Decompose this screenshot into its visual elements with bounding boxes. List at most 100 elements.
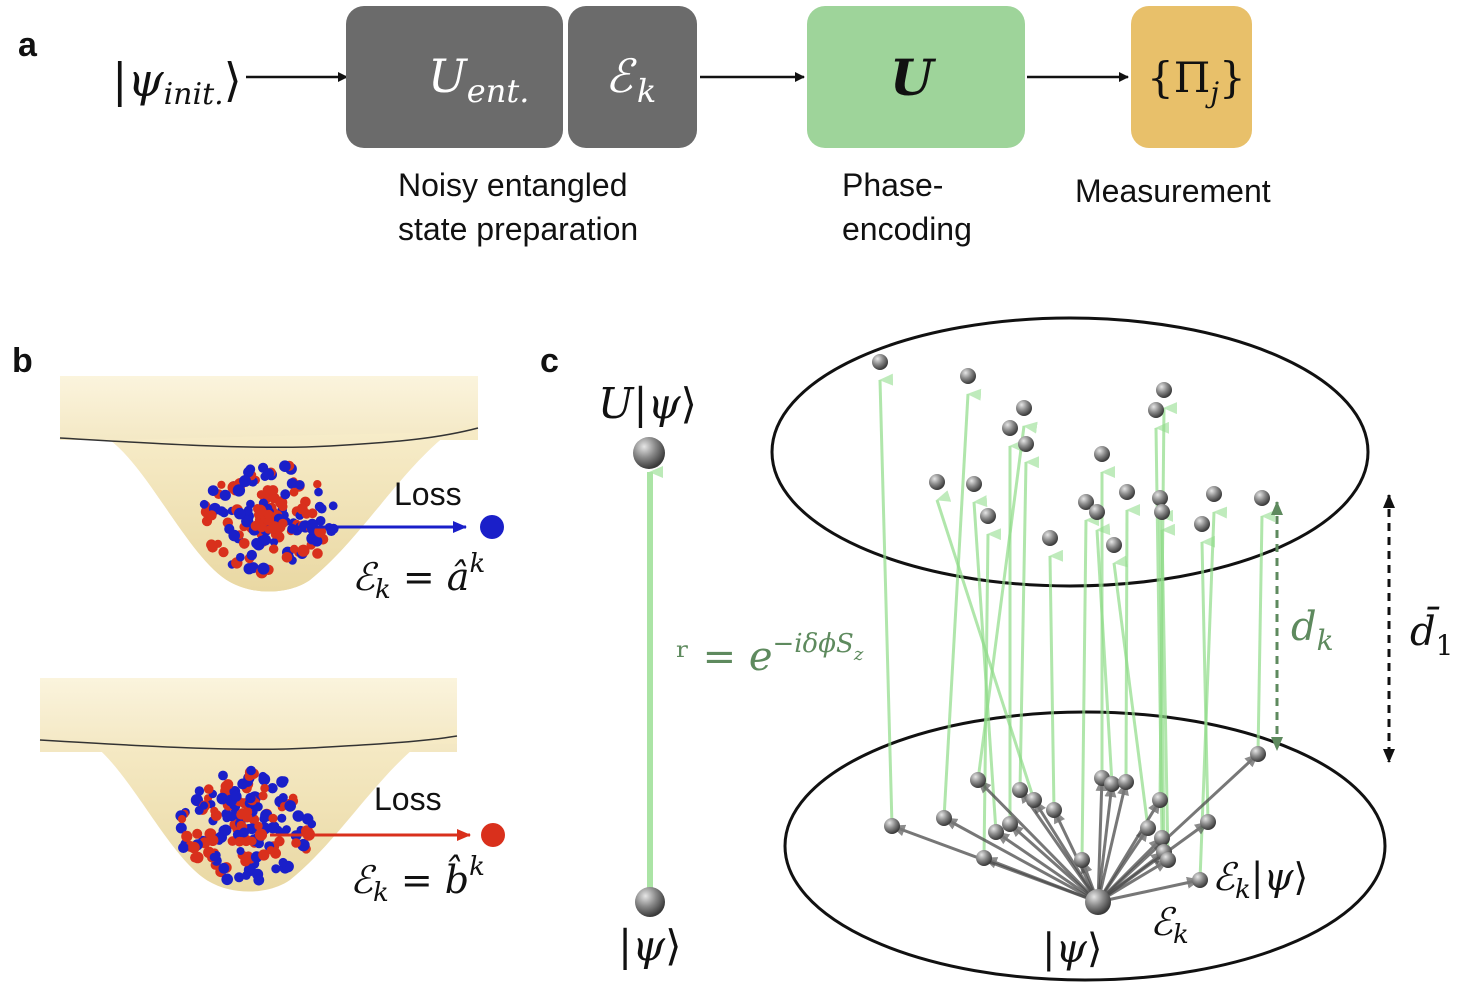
noisy-state-sphere (1046, 802, 1062, 818)
atom (220, 824, 232, 836)
atom (237, 778, 249, 790)
phase-arrow (1048, 549, 1064, 811)
atom (181, 830, 193, 843)
atom (275, 522, 286, 533)
evolved-noisy-state-sphere (929, 474, 945, 490)
atom (206, 510, 217, 521)
evolved-noisy-state-sphere (1254, 490, 1270, 506)
mean-distance-label: d̄1 (1410, 606, 1453, 662)
atom (254, 828, 268, 841)
evolved-noisy-state-sphere (1148, 402, 1164, 418)
atom (257, 562, 270, 575)
noisy-state-sphere (1192, 872, 1208, 888)
noisy-state-sphere (1200, 814, 1216, 830)
evolved-noisy-state-sphere (1018, 436, 1034, 452)
atom (284, 800, 297, 812)
atom (192, 828, 203, 839)
atom (276, 776, 288, 788)
atom (274, 836, 285, 847)
noisy-state-sphere (1012, 782, 1028, 798)
error-channel-box (568, 6, 697, 148)
atom (239, 475, 252, 487)
atom (314, 487, 323, 497)
atom (260, 783, 269, 793)
atom (234, 872, 245, 883)
atom (222, 779, 234, 790)
atom (262, 468, 275, 480)
atom (277, 813, 287, 823)
atom (203, 784, 214, 794)
evolved-noisy-state-sphere (1094, 446, 1110, 462)
error-arrow (976, 778, 1100, 904)
evolved-noisy-state-sphere (980, 508, 996, 524)
atom (221, 873, 233, 886)
initial-state-sphere (635, 887, 665, 917)
noisy-state-sphere (1152, 792, 1168, 808)
evolved-noisy-state-sphere (1156, 382, 1172, 398)
evolved-noisy-state-sphere (1089, 504, 1105, 520)
atom (194, 786, 205, 796)
atom (218, 862, 230, 874)
atom (269, 538, 279, 547)
atom-cloud-bottom (175, 765, 317, 886)
evolved-state-sphere (633, 437, 665, 469)
evolved-noisy-state-sphere (966, 476, 982, 492)
phase-arrow (1112, 555, 1150, 829)
prep-caption-line2: state preparation (398, 211, 638, 247)
atom (271, 864, 281, 874)
atom (258, 773, 271, 786)
atom (251, 538, 262, 549)
atom (240, 856, 251, 867)
evolved-noisy-state-sphere (1119, 484, 1135, 500)
measurement-label: {Πj} (1147, 53, 1246, 109)
atom (234, 836, 245, 847)
atom (239, 538, 250, 549)
atom (216, 506, 227, 516)
phase-caption-line1: Phase- (842, 167, 943, 203)
panel-a-letter: a (18, 26, 38, 64)
atom (236, 809, 247, 820)
atom (199, 499, 209, 509)
evolved-noisy-state-sphere (1206, 486, 1222, 502)
noisy-state-sphere (1154, 830, 1170, 846)
panel-b-letter: b (12, 342, 33, 380)
atom (232, 484, 246, 497)
atom (315, 516, 326, 526)
atom (190, 794, 203, 807)
atom (267, 822, 279, 834)
atom (278, 793, 288, 803)
error-op-label: ℰk (1150, 900, 1189, 950)
atom (313, 480, 322, 489)
atom (210, 810, 222, 821)
atom (278, 857, 288, 868)
atom (236, 552, 245, 562)
atom (234, 507, 246, 520)
error-arrow (1096, 799, 1162, 903)
evolved-noisy-state-sphere (872, 354, 888, 370)
atom (317, 503, 327, 514)
error-arrow (1096, 783, 1117, 903)
atom (292, 810, 305, 822)
atom (218, 770, 228, 781)
error-arrow (1009, 822, 1099, 904)
error-arrow (995, 830, 1099, 904)
noisy-state-sphere (1118, 774, 1134, 790)
initial-state-label: |ψ⟩ (618, 921, 681, 970)
evolved-noisy-state-sphere (1002, 420, 1018, 436)
atom (253, 802, 263, 812)
loss-label-top: Loss (394, 476, 462, 512)
evolved-noisy-state-sphere (1078, 494, 1094, 510)
operator-label-top: ℰk = âk (352, 549, 485, 605)
atom (216, 792, 229, 805)
noisy-state-sphere (1026, 792, 1042, 808)
atom (177, 815, 187, 824)
phase-arrow (942, 388, 982, 819)
atom (250, 520, 261, 531)
atom (247, 836, 257, 846)
atom (328, 501, 338, 511)
atom (259, 534, 271, 546)
atom (263, 509, 274, 520)
evolved-noisy-state-sphere (1152, 490, 1168, 506)
atom (213, 539, 223, 548)
